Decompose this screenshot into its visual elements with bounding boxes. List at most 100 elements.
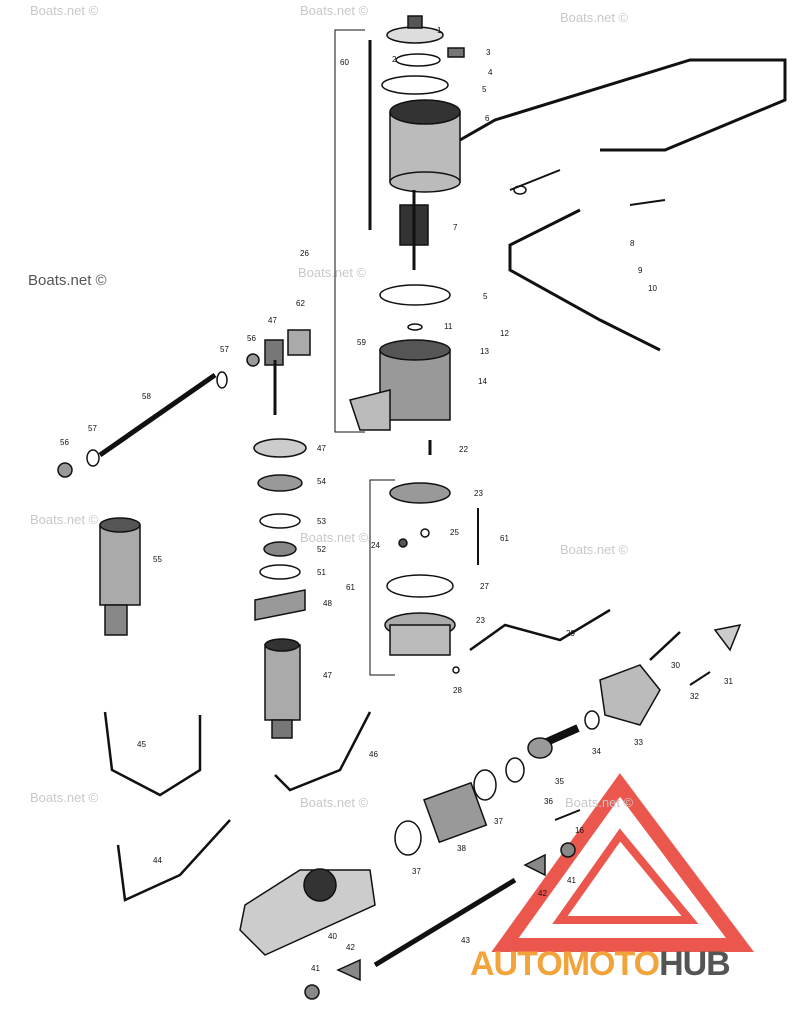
callout-number: 56 (247, 334, 256, 343)
group-bracket-61 (369, 479, 395, 676)
callout-number: 56 (60, 438, 69, 447)
callout-number: 47 (323, 671, 332, 680)
callout-number: 28 (453, 686, 462, 695)
callout-number: 47 (317, 444, 326, 453)
callout-number: 30 (671, 661, 680, 670)
callout-number: 5 (483, 292, 488, 301)
callout-number: 40 (328, 932, 337, 941)
callout-number: 16 (575, 826, 584, 835)
logo-triangle (491, 773, 754, 952)
callout-number: 13 (480, 347, 489, 356)
callout-number: 10 (648, 284, 657, 293)
part-end-housing-14 (349, 339, 451, 431)
part-armature-7 (399, 190, 429, 270)
part-rod-43 (373, 877, 517, 968)
callout-number: 31 (724, 677, 733, 686)
watermark: Boats.net © (300, 3, 369, 18)
automotohub-logo: AUTOMOTOHUB (470, 945, 731, 984)
callout-number: 4 (488, 68, 493, 77)
part-plate-23 (389, 482, 451, 504)
tube-46 (274, 711, 372, 792)
part-cap (386, 15, 444, 44)
part-cylinder-55 (99, 517, 141, 636)
part-wire-bundle (508, 208, 661, 352)
callout-number: 43 (461, 936, 470, 945)
part-housing-23b (384, 612, 456, 656)
callout-number: 29 (566, 629, 575, 638)
callout-number: 38 (457, 844, 466, 853)
callout-number: 11 (444, 322, 453, 331)
watermark: Boats.net © (300, 795, 369, 810)
callout-number: 7 (453, 223, 458, 232)
watermark: Boats.net © (560, 542, 629, 557)
part-oring-5b (379, 284, 451, 306)
logo-text-part1: AUTOMOTO (470, 945, 660, 983)
part-bracket-31 (713, 623, 742, 652)
callout-number: 26 (300, 249, 309, 258)
part-cap-47 (253, 438, 307, 458)
callout-number: 1 (437, 26, 442, 35)
callout-number: 3 (486, 48, 491, 57)
callout-number: 25 (450, 528, 459, 537)
watermark: Boats.net © (565, 795, 634, 810)
tube-45 (103, 711, 202, 797)
tube-29 (469, 608, 611, 652)
callout-number: 47 (268, 316, 277, 325)
callout-number: 24 (371, 541, 380, 550)
callout-number: 42 (346, 943, 355, 952)
callout-number: 57 (88, 424, 97, 433)
callout-number: 51 (317, 568, 326, 577)
callout-number: 61 (346, 583, 355, 592)
callout-number: 44 (153, 856, 162, 865)
watermark: Boats.net © (30, 512, 99, 527)
callout-number: 52 (317, 545, 326, 554)
callout-number: 42 (538, 889, 547, 898)
callout-number: 57 (220, 345, 229, 354)
callout-number: 62 (296, 299, 305, 308)
logo-text-part2: HUB (659, 945, 731, 983)
watermark: Boats.net © (28, 272, 107, 289)
callout-number: 37 (412, 867, 421, 876)
callout-number: 58 (142, 392, 151, 401)
part-bushing-62 (287, 329, 311, 356)
callout-number: 33 (634, 738, 643, 747)
callout-number: 9 (638, 266, 643, 275)
callout-number: 53 (317, 517, 326, 526)
callout-number: 54 (317, 477, 326, 486)
part-brush (447, 47, 465, 58)
part-piston-54 (257, 474, 303, 492)
callout-number: 45 (137, 740, 146, 749)
watermark: Boats.net © (300, 530, 369, 545)
part-nut-56 (246, 353, 260, 367)
part-sleeve-38 (423, 781, 488, 844)
callout-number: 46 (369, 750, 378, 759)
part-oring-51 (259, 564, 301, 580)
part-bracket-40 (239, 868, 376, 956)
callout-number: 12 (500, 329, 509, 338)
callout-number: 59 (357, 338, 366, 347)
callout-number: 23 (474, 489, 483, 498)
callout-number: 36 (544, 797, 553, 806)
part-clamp-48 (254, 589, 306, 621)
callout-number: 23 (476, 616, 485, 625)
callout-number: 2 (392, 55, 397, 64)
callout-number: 34 (592, 747, 601, 756)
watermark: Boats.net © (30, 790, 99, 805)
callout-number: 27 (480, 582, 489, 591)
group-bracket-26 (334, 29, 365, 433)
part-oring-5 (381, 75, 449, 95)
part-rod-58 (98, 372, 217, 458)
part-shaft-35 (527, 724, 580, 759)
callout-number: 37 (494, 817, 503, 826)
watermark: Boats.net © (30, 3, 99, 18)
callout-number: 41 (311, 964, 320, 973)
part-wire-harness (459, 58, 787, 152)
callout-number: 35 (555, 777, 564, 786)
part-piston-52 (263, 541, 297, 557)
callout-number: 41 (567, 876, 576, 885)
watermark: Boats.net © (298, 265, 367, 280)
part-ring (395, 53, 441, 67)
callout-number: 55 (153, 555, 162, 564)
